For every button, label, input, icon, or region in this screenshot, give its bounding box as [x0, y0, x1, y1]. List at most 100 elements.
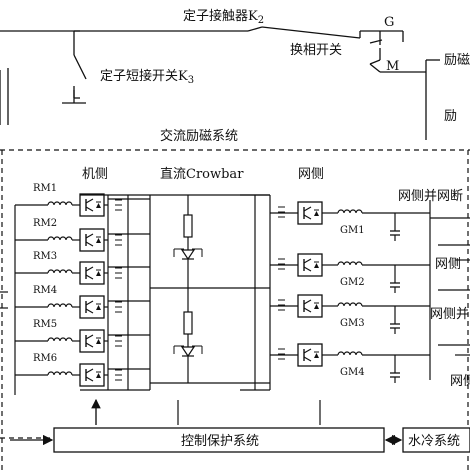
- igbt-emitter: [85, 376, 94, 382]
- grid-igbt: [297, 201, 323, 225]
- igbt-emitter: [85, 274, 94, 280]
- gm-label: GM4: [340, 367, 365, 378]
- crowbar-thyristor: [173, 248, 203, 261]
- machine-dc-caps: [115, 267, 122, 279]
- rm-label: RM6: [33, 353, 57, 364]
- crowbar-resistor-top: [183, 214, 193, 238]
- machine-igbt: [79, 261, 105, 285]
- grid-right-label-2: 网侧并: [430, 307, 469, 322]
- inductor-coil: [47, 236, 73, 241]
- ac-excitation-system-label: 交流励磁系统: [160, 128, 238, 144]
- rm-inductor: [47, 303, 73, 308]
- grid-breaker-label: 网侧并网断: [398, 189, 463, 204]
- excitation-right-label-1: 励磁: [444, 53, 470, 68]
- machine-igbt: [79, 228, 105, 252]
- igbt-emitter: [85, 342, 94, 348]
- grid-igbt: [297, 253, 323, 277]
- crowbar-resistor-bottom: [183, 311, 193, 335]
- gm-filter-cap: [390, 323, 400, 329]
- rm-label: RM5: [33, 319, 57, 330]
- igbt-diode: [96, 203, 101, 208]
- igbt-emitter: [85, 241, 94, 247]
- water-cooling-label: 水冷系统: [408, 434, 460, 449]
- rm-inductor: [47, 337, 73, 342]
- igbt-collector: [85, 334, 94, 340]
- excitation-right-label-2: 励: [444, 109, 457, 124]
- machine-dc-caps: [115, 234, 122, 246]
- inductor-coil: [337, 261, 363, 266]
- grid-side-label: 网侧: [298, 167, 324, 182]
- igbt-diode: [96, 271, 101, 276]
- igbt-diode: [314, 263, 319, 268]
- machine-igbt: [79, 329, 105, 353]
- igbt-box: [297, 294, 323, 318]
- machine-side-label: 机侧: [82, 167, 108, 182]
- gm-inductor: [337, 209, 363, 214]
- inductor-coil: [47, 201, 73, 206]
- crowbar-thyristor: [173, 345, 203, 358]
- m-label: M: [386, 59, 399, 74]
- igbt-box: [297, 201, 323, 225]
- igbt-collector: [303, 206, 312, 212]
- grid-dc-caps: [278, 258, 285, 270]
- machine-dc-caps: [115, 335, 122, 347]
- rm-inductor: [47, 269, 73, 274]
- igbt-box: [79, 228, 105, 252]
- igbt-diode: [96, 305, 101, 310]
- rm-label: RM1: [33, 183, 57, 194]
- gm-label: GM1: [340, 225, 365, 236]
- machine-igbt: [79, 363, 105, 387]
- igbt-diode: [96, 238, 101, 243]
- control-protection-box: [53, 427, 385, 453]
- thyristor-body: [180, 249, 196, 261]
- igbt-box: [79, 329, 105, 353]
- machine-dc-caps: [115, 199, 122, 211]
- rm-label: RM2: [33, 218, 57, 229]
- igbt-box: [297, 253, 323, 277]
- top-wiring: [0, 26, 440, 140]
- igbt-diode: [96, 339, 101, 344]
- igbt-box: [79, 295, 105, 319]
- grid-right-label-1: 网侧: [435, 257, 461, 272]
- gm-inductor: [337, 302, 363, 307]
- igbt-box: [79, 193, 105, 217]
- gm-inductor: [337, 261, 363, 266]
- igbt-collector: [303, 299, 312, 305]
- igbt-collector: [85, 198, 94, 204]
- excitation-boundary: [0, 149, 470, 470]
- igbt-emitter: [303, 266, 312, 272]
- grid-dc-caps: [278, 299, 285, 311]
- igbt-collector: [85, 266, 94, 272]
- grid-igbt: [297, 294, 323, 318]
- igbt-diode: [314, 353, 319, 358]
- igbt-collector: [85, 368, 94, 374]
- gm-label: GM2: [340, 277, 365, 288]
- stator-short-switch-label: 定子短接开关K3: [100, 68, 194, 86]
- igbt-box: [297, 343, 323, 367]
- control-protection-label: 控制保护系统: [181, 434, 259, 449]
- rm-label: RM4: [33, 285, 57, 296]
- inductor-coil: [47, 371, 73, 376]
- rm-inductor: [47, 236, 73, 241]
- grid-dc-caps: [278, 206, 285, 218]
- igbt-box: [79, 261, 105, 285]
- gm-filter-cap: [390, 230, 400, 236]
- grid-right-label-3: 网侧: [450, 374, 470, 389]
- igbt-box: [79, 363, 105, 387]
- gm-label: GM3: [340, 318, 365, 329]
- commutation-switch-label: 换相开关: [290, 43, 342, 58]
- inductor-coil: [337, 351, 363, 356]
- inductor-coil: [47, 303, 73, 308]
- machine-igbt: [79, 295, 105, 319]
- water-cooling-box: [402, 427, 470, 453]
- igbt-emitter: [303, 214, 312, 220]
- igbt-emitter: [85, 206, 94, 212]
- machine-dc-caps: [115, 301, 122, 313]
- g-label: G: [384, 15, 394, 30]
- igbt-emitter: [303, 307, 312, 313]
- igbt-collector: [303, 258, 312, 264]
